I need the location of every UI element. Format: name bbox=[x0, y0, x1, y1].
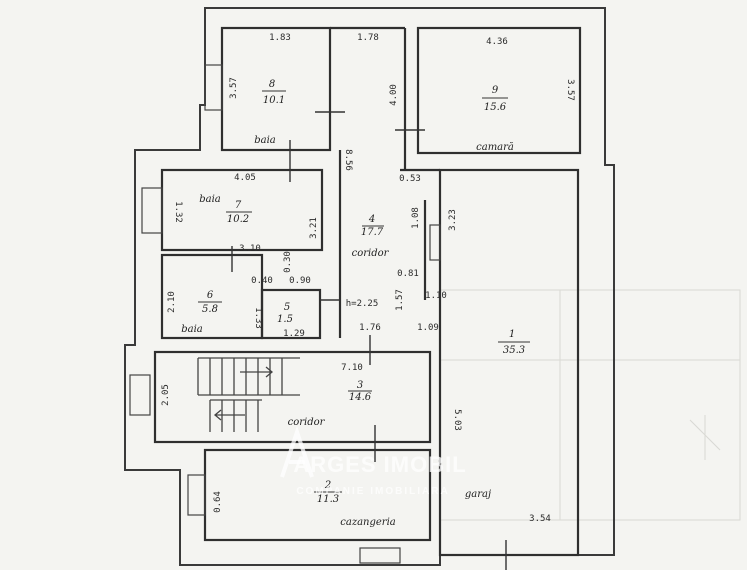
dim-0-64: 0.64 bbox=[213, 491, 223, 513]
dim-8-56: 8.56 bbox=[343, 149, 353, 171]
room-9-area: 15.6 bbox=[484, 102, 507, 113]
dim-1-08: 1.08 bbox=[411, 207, 421, 229]
room-3-name: coridor bbox=[288, 417, 326, 428]
watermark-tagline: COMPANIE IMOBILIARA bbox=[296, 486, 449, 497]
dim-1-83: 1.83 bbox=[269, 33, 291, 43]
room-3-number: 3 bbox=[357, 380, 363, 391]
room-7-number: 7 bbox=[235, 200, 242, 211]
room-2-number: 2 bbox=[324, 480, 331, 491]
dim-0-30: 0.30 bbox=[283, 251, 293, 273]
room-8-name: baia bbox=[254, 135, 276, 146]
room-8-area: 10.1 bbox=[263, 95, 285, 106]
dim-1-29: 1.29 bbox=[283, 329, 305, 339]
room-4-number: 4 bbox=[368, 214, 375, 225]
dim-1-33: 1.33 bbox=[253, 307, 263, 329]
windows bbox=[129, 64, 441, 564]
room-1-area: 35.3 bbox=[503, 345, 525, 356]
dim-0-90: 0.90 bbox=[289, 276, 311, 286]
dim-3-10: 3.10 bbox=[239, 244, 261, 254]
dim-1-76: 1.76 bbox=[359, 323, 381, 333]
dim-3-57-right: 3.57 bbox=[565, 79, 575, 101]
room-5-area: 1.5 bbox=[277, 314, 293, 325]
dim-1-78: 1.78 bbox=[357, 33, 379, 43]
room-2-name: cazangeria bbox=[340, 517, 396, 528]
dim-3-23: 3.23 bbox=[448, 209, 458, 231]
dim-4-00: 4.00 bbox=[389, 84, 399, 106]
staircase bbox=[197, 357, 300, 432]
room-1-name: garaj bbox=[465, 489, 491, 500]
room-6-area: 5.8 bbox=[202, 304, 218, 315]
room-2-area: 11.3 bbox=[317, 494, 339, 505]
dim-0-81: 0.81 bbox=[397, 269, 419, 279]
room-6-name: baia bbox=[181, 324, 203, 335]
dim-0-53: 0.53 bbox=[399, 174, 421, 184]
dim-0-40: 0.40 bbox=[251, 276, 273, 286]
dim-1-57: 1.57 bbox=[395, 289, 405, 311]
dim-3-57-left: 3.57 bbox=[229, 77, 239, 99]
room-4-area: 17.7 bbox=[361, 227, 384, 238]
dim-4-05: 4.05 bbox=[234, 173, 256, 183]
dimension-labels: 1.83 1.78 4.36 3.57 4.00 3.57 4.05 8.56 … bbox=[161, 33, 575, 524]
door-marks bbox=[231, 111, 507, 570]
room-labels: 8 10.1 baia 9 15.6 camară 7 10.2 baia 4 … bbox=[181, 79, 525, 528]
dim-4-36: 4.36 bbox=[486, 37, 508, 47]
dim-5-03: 5.03 bbox=[452, 409, 462, 431]
dim-3-21: 3.21 bbox=[309, 217, 319, 239]
room-7-name: baia bbox=[199, 194, 221, 205]
room-5-number: 5 bbox=[284, 302, 290, 313]
outer-boundary bbox=[124, 7, 615, 566]
room-4-name: coridor bbox=[352, 248, 390, 259]
room-9-number: 9 bbox=[492, 85, 499, 96]
dim-7-10: 7.10 bbox=[341, 363, 363, 373]
dim-3-54: 3.54 bbox=[529, 514, 551, 524]
dim-h-2-25: h=2.25 bbox=[346, 299, 379, 309]
dim-1-10: 1.10 bbox=[425, 291, 447, 301]
room-7-area: 10.2 bbox=[227, 214, 249, 225]
watermark-brand: ARGES IMOBIL bbox=[293, 452, 466, 477]
room-8-number: 8 bbox=[269, 79, 275, 90]
room-fraction-bars bbox=[198, 90, 530, 493]
room-3-area: 14.6 bbox=[349, 392, 372, 403]
watermark-logo-icon bbox=[280, 425, 314, 478]
dim-2-10: 2.10 bbox=[167, 291, 177, 313]
room-9-name: camară bbox=[476, 142, 514, 153]
room-1-number: 1 bbox=[509, 329, 515, 340]
dim-1-32: 1.32 bbox=[173, 201, 183, 223]
dim-1-09: 1.09 bbox=[417, 323, 439, 333]
room-6-number: 6 bbox=[207, 290, 214, 301]
dim-2-05: 2.05 bbox=[161, 384, 171, 406]
watermark: ARGES IMOBIL COMPANIE IMOBILIARA bbox=[280, 425, 466, 497]
